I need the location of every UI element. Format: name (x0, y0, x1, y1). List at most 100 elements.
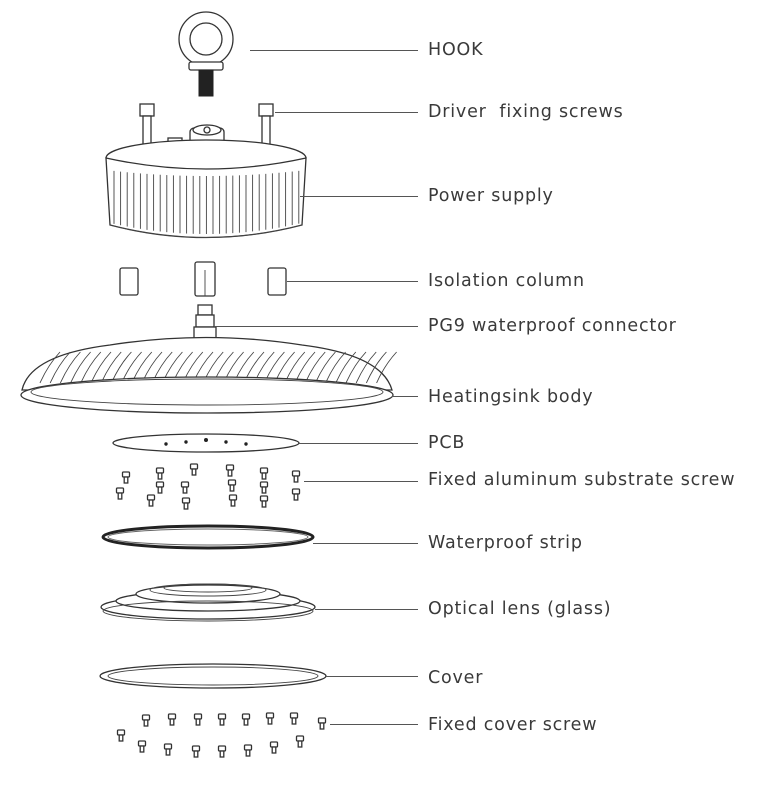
pcb-part (112, 433, 300, 453)
heatsink-fin (365, 351, 387, 384)
cover-leader (326, 676, 418, 677)
cover-screw-shank (219, 750, 225, 758)
hook-leader (250, 50, 418, 51)
substrate-screw-shank (261, 486, 267, 494)
cover-screw (217, 713, 227, 720)
substrate-screw (115, 487, 125, 494)
cover-screw-shank (195, 718, 201, 726)
cover-screw-shank (143, 719, 149, 727)
substrate-screw (146, 494, 156, 501)
isolation-columns-part (119, 261, 287, 297)
cover-screw-shank (169, 718, 175, 726)
label-cover-screw: Fixed cover screw (428, 715, 598, 735)
substrate-screw (227, 479, 237, 486)
heatsink-fin (59, 351, 81, 384)
heatsink-fin (345, 351, 367, 384)
substrate-screw (259, 467, 269, 474)
heatsink-fin (39, 351, 61, 384)
label-pg9-connector: PG9 waterproof connector (428, 316, 677, 336)
cover-screw (193, 713, 203, 720)
substrate-screw-shank (293, 475, 299, 483)
cover-screw (265, 712, 275, 719)
optical-lens-leader (315, 609, 418, 610)
cover-screw-shank (118, 734, 124, 742)
substrate-screw (291, 470, 301, 477)
label-substrate-screw: Fixed aluminum substrate screw (428, 470, 736, 490)
substrate-screw-shank (261, 500, 267, 508)
power-supply-part (105, 124, 307, 239)
heatsink-fin (90, 351, 112, 384)
cover-screw (167, 713, 177, 720)
substrate-screw (155, 467, 165, 474)
heatsink-fin (376, 351, 397, 384)
heatsink-body-leader (392, 396, 418, 397)
substrate-screw-shank (157, 486, 163, 494)
heatsink-fin (70, 351, 91, 384)
substrate-screw-shank (182, 486, 188, 494)
substrate-screw-shank (117, 492, 123, 500)
substrate-screw-shank (157, 472, 163, 480)
heatsink-body-part (20, 336, 397, 414)
substrate-screw (291, 488, 301, 495)
label-cover: Cover (428, 668, 484, 688)
substrate-screw-shank (123, 476, 129, 484)
heatsink-fin (80, 351, 102, 384)
cover-screw-shank (245, 749, 251, 757)
substrate-screw (155, 481, 165, 488)
label-power-supply: Power supply (428, 186, 554, 206)
cover-screw (137, 740, 147, 747)
cover-screw (116, 729, 126, 736)
cover-screw (289, 712, 299, 719)
cover-screw-shank (165, 748, 171, 756)
substrate-screw-shank (261, 472, 267, 480)
isolation-column-leader (287, 281, 418, 282)
cover-part (99, 663, 327, 689)
substrate-screw (228, 494, 238, 501)
substrate-screw-shank (183, 502, 189, 510)
cover-screw (241, 713, 251, 720)
cover-screws-part (116, 712, 327, 758)
substrate-screw-shank (191, 468, 197, 476)
cover-screw-shank (243, 718, 249, 726)
cover-screw (163, 743, 173, 750)
substrate-screws-part (115, 463, 301, 510)
substrate-screw-shank (229, 484, 235, 492)
substrate-screw (225, 464, 235, 471)
cover-screw-shank (139, 745, 145, 753)
cover-screw-shank (219, 718, 225, 726)
substrate-screw (181, 497, 191, 504)
hook-part (178, 11, 234, 97)
cover-screw-leader (330, 724, 418, 725)
substrate-screw-shank (227, 469, 233, 477)
waterproof-strip-part (101, 524, 315, 550)
power-supply-leader (300, 196, 418, 197)
cover-screw (243, 744, 253, 751)
label-waterproof-strip: Waterproof strip (428, 533, 583, 553)
pcb-leader (299, 443, 418, 444)
cover-screw-shank (319, 722, 325, 730)
cover-screw (191, 745, 201, 752)
cover-screw-shank (297, 740, 303, 748)
cover-screw-shank (271, 746, 277, 754)
substrate-screw (259, 481, 269, 488)
cover-screw (295, 735, 305, 742)
label-pcb: PCB (428, 433, 466, 453)
substrate-screw-leader (304, 481, 418, 482)
label-hook: HOOK (428, 40, 484, 60)
label-driver-screws: Driver fixing screws (428, 102, 624, 122)
cover-screw-shank (291, 717, 297, 725)
label-heatsink-body: Heatingsink body (428, 387, 594, 407)
driver-screws-part (139, 103, 274, 169)
cover-screw (317, 717, 327, 724)
driver-screws-leader (275, 112, 418, 113)
optical-lens-part (100, 583, 316, 622)
label-optical-lens: Optical lens (glass) (428, 599, 612, 619)
cover-screw (141, 714, 151, 721)
pg9-connector-leader (215, 326, 418, 327)
heatsink-fin (355, 351, 377, 384)
heatsink-fin (325, 351, 346, 384)
substrate-screw (121, 471, 131, 478)
cover-screw-shank (267, 717, 273, 725)
